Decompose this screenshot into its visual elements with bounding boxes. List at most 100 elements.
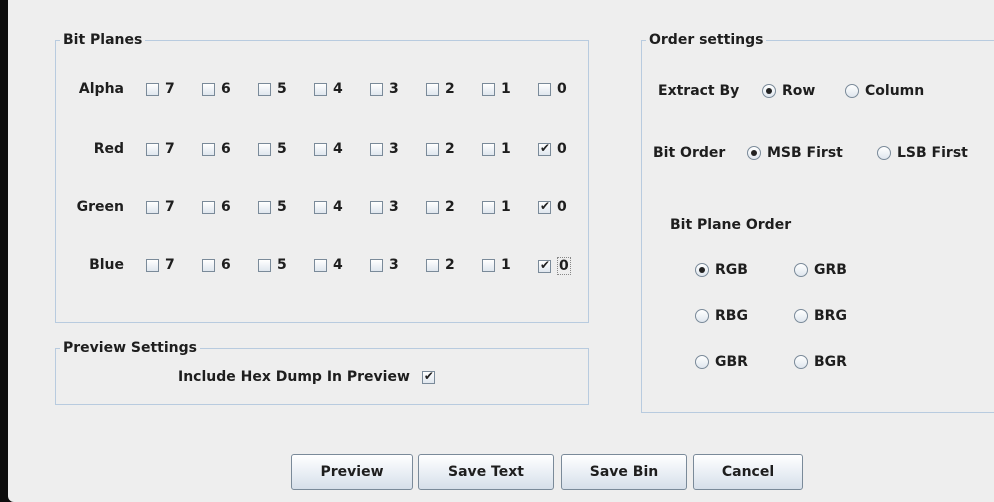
red-bit-1-option[interactable]: 1 — [482, 141, 511, 157]
plane-order-gbr-option[interactable]: GBR — [695, 354, 748, 370]
blue-bit-3-option[interactable]: 3 — [370, 257, 399, 273]
red-bit-0-checkbox[interactable] — [538, 141, 551, 156]
green-bit-1-checkbox[interactable] — [482, 200, 495, 214]
plane-order-bgr-option[interactable]: BGR — [794, 354, 847, 370]
green-bit-1-option[interactable]: 1 — [482, 199, 511, 215]
blue-bit-4-option[interactable]: 4 — [314, 257, 343, 273]
red-bit-3-checkbox[interactable] — [370, 142, 383, 156]
red-bit-7-option[interactable]: 7 — [146, 141, 175, 157]
lsb-first-label: LSB First — [897, 145, 968, 161]
hex-dump-checkbox[interactable] — [421, 369, 435, 384]
extract-column-option[interactable]: Column — [845, 83, 924, 99]
msb-first-radio[interactable] — [747, 146, 761, 160]
green-bit-1-label: 1 — [501, 199, 511, 215]
alpha-bit-0-checkbox[interactable] — [538, 82, 551, 96]
green-bit-0-option[interactable]: 0 — [538, 199, 567, 215]
alpha-bit-2-checkbox[interactable] — [426, 82, 439, 96]
save-bin-button[interactable]: Save Bin — [561, 454, 687, 490]
red-bit-3-option[interactable]: 3 — [370, 141, 399, 157]
green-bit-5-option[interactable]: 5 — [258, 199, 287, 215]
green-bit-3-option[interactable]: 3 — [370, 199, 399, 215]
save-text-button[interactable]: Save Text — [418, 454, 554, 490]
hex-dump-option[interactable]: Include Hex Dump In Preview — [178, 369, 435, 385]
red-bit-1-checkbox[interactable] — [482, 142, 495, 156]
alpha-bit-0-option[interactable]: 0 — [538, 81, 567, 97]
lsb-first-option[interactable]: LSB First — [877, 145, 968, 161]
blue-bit-1-checkbox[interactable] — [482, 258, 495, 272]
red-bit-0-option[interactable]: 0 — [538, 141, 567, 157]
alpha-bit-3-checkbox[interactable] — [370, 82, 383, 96]
blue-bit-4-checkbox[interactable] — [314, 258, 327, 272]
cancel-button[interactable]: Cancel — [693, 454, 803, 490]
plane-order-rbg-radio[interactable] — [695, 309, 709, 323]
blue-bit-7-checkbox[interactable] — [146, 258, 159, 272]
blue-bit-0-checkbox[interactable] — [538, 258, 551, 273]
green-bit-0-checkbox[interactable] — [538, 199, 551, 214]
plane-order-gbr-radio[interactable] — [695, 355, 709, 369]
red-bit-4-checkbox[interactable] — [314, 142, 327, 156]
blue-bit-1-option[interactable]: 1 — [482, 257, 511, 273]
blue-bit-6-checkbox[interactable] — [202, 258, 215, 272]
red-bit-2-option[interactable]: 2 — [426, 141, 455, 157]
plane-order-gbr-label: GBR — [715, 354, 748, 370]
extract-row-option[interactable]: Row — [762, 83, 815, 99]
plane-order-rgb-radio[interactable] — [695, 263, 709, 277]
alpha-bit-3-option[interactable]: 3 — [370, 81, 399, 97]
green-bit-6-checkbox[interactable] — [202, 200, 215, 214]
plane-order-bgr-radio[interactable] — [794, 355, 808, 369]
red-bit-4-option[interactable]: 4 — [314, 141, 343, 157]
green-bit-4-checkbox[interactable] — [314, 200, 327, 214]
lsb-first-radio[interactable] — [877, 146, 891, 160]
blue-bit-5-option[interactable]: 5 — [258, 257, 287, 273]
blue-bit-6-option[interactable]: 6 — [202, 257, 231, 273]
msb-first-option[interactable]: MSB First — [747, 145, 843, 161]
green-bit-2-option[interactable]: 2 — [426, 199, 455, 215]
red-bit-5-label: 5 — [277, 141, 287, 157]
alpha-bit-6-option[interactable]: 6 — [202, 81, 231, 97]
bit-planes-group: Bit Planes Alpha76543210Red76543210Green… — [55, 31, 589, 323]
alpha-bit-7-option[interactable]: 7 — [146, 81, 175, 97]
blue-bit-0-option[interactable]: 0 — [538, 257, 571, 275]
alpha-bit-2-label: 2 — [445, 81, 455, 97]
preview-settings-title: Preview Settings — [60, 339, 200, 357]
alpha-bit-1-option[interactable]: 1 — [482, 81, 511, 97]
green-bit-4-label: 4 — [333, 199, 343, 215]
green-bit-5-label: 5 — [277, 199, 287, 215]
green-bit-4-option[interactable]: 4 — [314, 199, 343, 215]
red-bit-7-checkbox[interactable] — [146, 142, 159, 156]
red-bit-5-checkbox[interactable] — [258, 142, 271, 156]
alpha-bit-4-checkbox[interactable] — [314, 82, 327, 96]
alpha-bit-7-checkbox[interactable] — [146, 82, 159, 96]
extract-column-radio[interactable] — [845, 84, 859, 98]
red-bit-6-checkbox[interactable] — [202, 142, 215, 156]
plane-order-brg-option[interactable]: BRG — [794, 308, 847, 324]
blue-bit-7-option[interactable]: 7 — [146, 257, 175, 273]
alpha-bit-2-option[interactable]: 2 — [426, 81, 455, 97]
alpha-bit-6-checkbox[interactable] — [202, 82, 215, 96]
plane-order-rbg-option[interactable]: RBG — [695, 308, 748, 324]
green-bit-2-checkbox[interactable] — [426, 200, 439, 214]
plane-order-brg-radio[interactable] — [794, 309, 808, 323]
blue-bit-2-option[interactable]: 2 — [426, 257, 455, 273]
blue-bit-7-label: 7 — [165, 257, 175, 273]
plane-order-grb-option[interactable]: GRB — [794, 262, 847, 278]
green-bit-6-option[interactable]: 6 — [202, 199, 231, 215]
green-bit-5-checkbox[interactable] — [258, 200, 271, 214]
green-bit-7-checkbox[interactable] — [146, 200, 159, 214]
blue-bit-5-checkbox[interactable] — [258, 258, 271, 272]
alpha-bit-5-checkbox[interactable] — [258, 82, 271, 96]
plane-order-rgb-option[interactable]: RGB — [695, 262, 748, 278]
blue-bit-2-checkbox[interactable] — [426, 258, 439, 272]
green-bit-7-option[interactable]: 7 — [146, 199, 175, 215]
red-bit-5-option[interactable]: 5 — [258, 141, 287, 157]
preview-button[interactable]: Preview — [291, 454, 413, 490]
alpha-bit-4-option[interactable]: 4 — [314, 81, 343, 97]
alpha-bit-1-checkbox[interactable] — [482, 82, 495, 96]
extract-row-radio[interactable] — [762, 84, 776, 98]
alpha-bit-5-option[interactable]: 5 — [258, 81, 287, 97]
green-bit-3-checkbox[interactable] — [370, 200, 383, 214]
plane-order-grb-radio[interactable] — [794, 263, 808, 277]
red-bit-6-option[interactable]: 6 — [202, 141, 231, 157]
blue-bit-3-checkbox[interactable] — [370, 258, 383, 272]
red-bit-2-checkbox[interactable] — [426, 142, 439, 156]
